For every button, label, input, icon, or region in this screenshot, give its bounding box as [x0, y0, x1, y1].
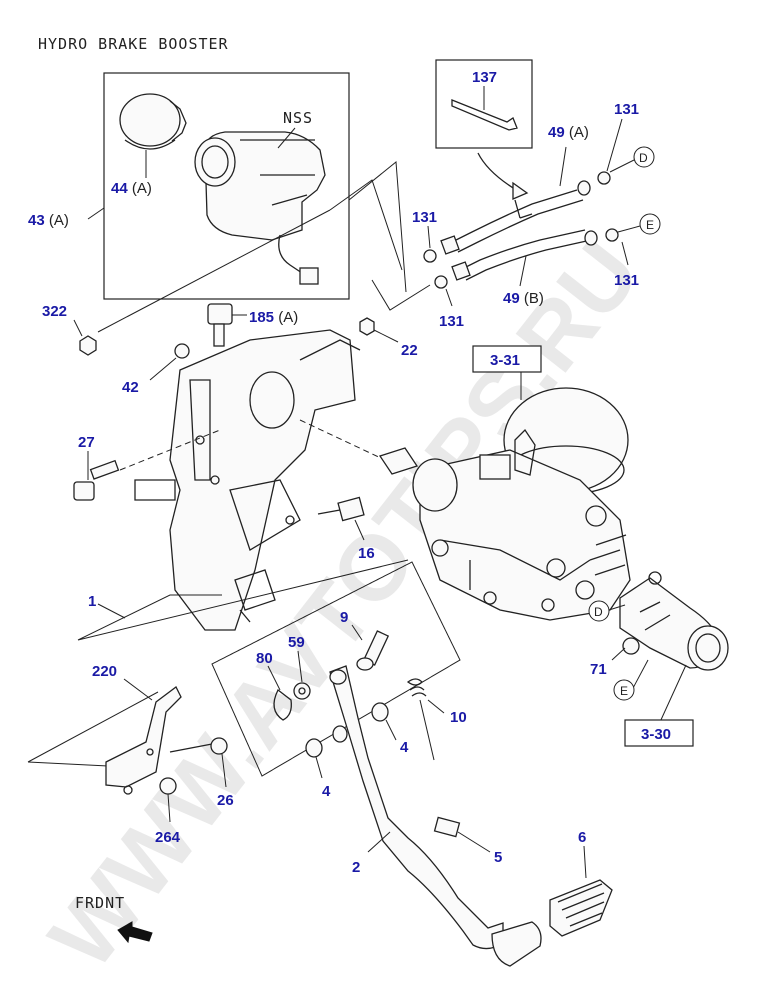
callout-220: 220	[92, 663, 117, 680]
bracket-220	[105, 686, 182, 795]
callout-131-d: 131	[439, 313, 464, 330]
ref-3-30: 3-30	[641, 726, 671, 743]
callout-80: 80	[256, 650, 273, 667]
callout-49b: 49 (B)	[503, 290, 544, 307]
pedal-bracket	[134, 329, 361, 631]
callout-44: 44 (A)	[111, 180, 152, 197]
brake-hoses	[440, 180, 598, 281]
callout-22: 22	[401, 342, 418, 359]
pin-9	[356, 630, 390, 671]
circle-e-top: E	[646, 218, 654, 232]
front-arrow-icon	[117, 921, 153, 944]
reservoir-assembly: NSS	[103, 72, 350, 300]
callout-137: 137	[472, 69, 497, 86]
diagram-title: HYDRO BRAKE BOOSTER	[38, 35, 229, 53]
ref-box-3-30	[624, 719, 694, 747]
clip-detail-box: 137	[435, 59, 533, 149]
stopper-5	[433, 816, 461, 838]
callout-4-b: 4	[322, 783, 331, 800]
callout-71: 71	[590, 661, 607, 678]
callout-4-a: 4	[400, 739, 409, 756]
bolt-185	[207, 303, 233, 347]
callout-43: 43 (A)	[28, 212, 69, 229]
pedal-pad-6	[549, 879, 613, 937]
callout-59: 59	[288, 634, 305, 651]
callout-27: 27	[78, 434, 95, 451]
circle-d-top: D	[639, 151, 648, 165]
fitting-3-30	[619, 571, 729, 671]
callout-5: 5	[494, 849, 502, 866]
callout-9: 9	[340, 609, 348, 626]
bolt-27	[73, 459, 120, 501]
callout-264: 264	[155, 829, 181, 846]
callout-322: 322	[42, 303, 67, 320]
callout-42: 42	[122, 379, 139, 396]
callout-49a: 49 (A)	[548, 124, 589, 141]
callout-2: 2	[352, 859, 360, 876]
hose-clips	[423, 171, 619, 289]
callout-26: 26	[217, 792, 234, 809]
nss-label: NSS	[283, 109, 313, 127]
switch-16	[317, 496, 365, 522]
callout-131-b: 131	[412, 209, 437, 226]
callout-131-c: 131	[614, 272, 639, 289]
callout-16: 16	[358, 545, 375, 562]
ref-3-31: 3-31	[490, 352, 520, 369]
circle-e-lower: E	[620, 684, 628, 698]
front-label: FRDNT	[75, 894, 125, 912]
bolt-26	[169, 737, 228, 755]
callout-131-a: 131	[614, 101, 639, 118]
hydro-booster-unit	[378, 387, 631, 621]
callout-185: 185 (A)	[249, 309, 298, 326]
circle-d-lower: D	[594, 605, 603, 619]
callout-1: 1	[88, 593, 96, 610]
callout-6: 6	[578, 829, 586, 846]
ref-box-3-31	[472, 345, 542, 373]
callout-10: 10	[450, 709, 467, 726]
brake-pedal-arm	[329, 665, 542, 967]
